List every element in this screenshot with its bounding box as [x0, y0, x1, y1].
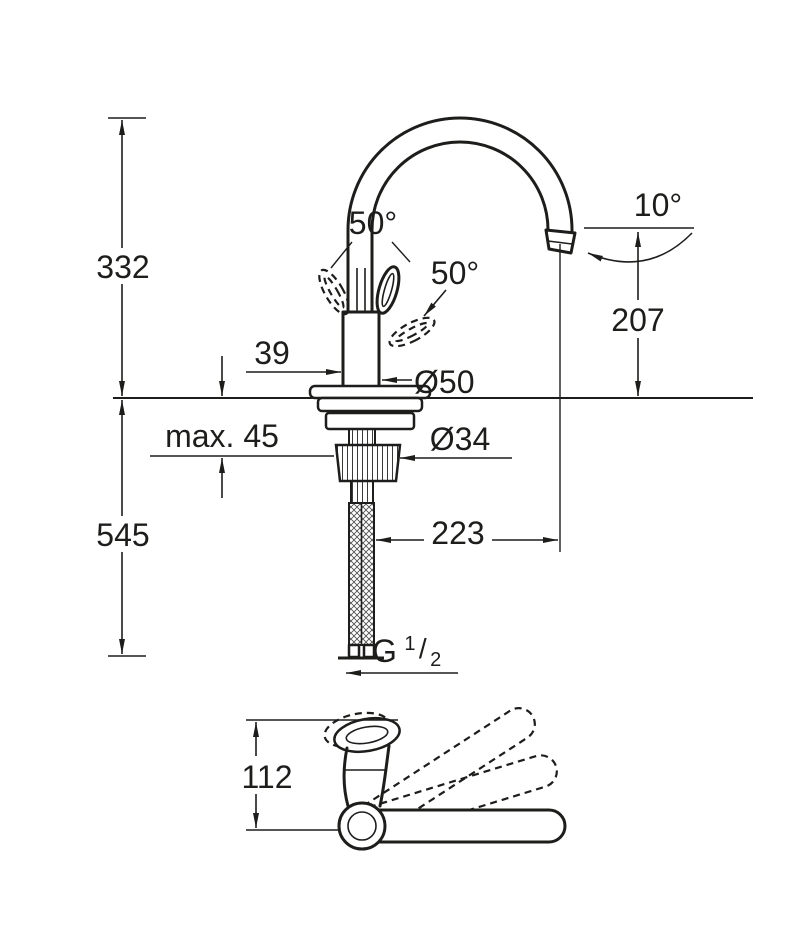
- lever-travel-view: [323, 707, 567, 851]
- label-bg-207: [606, 300, 670, 338]
- knob-top: [333, 716, 401, 754]
- lever-pivot-inner: [347, 811, 377, 841]
- dim-body-width-label: 39: [254, 335, 290, 371]
- dim-projection-label: 223: [431, 515, 484, 551]
- spout-tip: [544, 228, 577, 255]
- escutcheon-base: [308, 384, 432, 431]
- handle-column-left: [342, 746, 350, 808]
- hose-fitting-left: [347, 643, 361, 659]
- label-bg-112: [234, 756, 300, 794]
- handle-column-right: [378, 744, 391, 808]
- dim-lever-height-label: 112: [241, 759, 292, 795]
- spout-outer-curve: [346, 116, 574, 314]
- dim-hole-diameter-label: Ø34: [430, 421, 490, 457]
- faucet-body: [341, 310, 381, 398]
- label-bg-223: [424, 514, 492, 550]
- angle-swivel-right-label: 50°: [431, 255, 479, 291]
- lever-dashed-right: [388, 316, 436, 348]
- angle-arc-10: [587, 232, 693, 263]
- mounting-hardware: [334, 428, 402, 504]
- dimension-labels: 332 545 207 10° 50° 50° 39 Ø50 max. 45 Ø…: [94, 187, 682, 795]
- dimension-annotations: [108, 117, 694, 831]
- spout-inner-curve: [370, 140, 550, 314]
- thread-slash: /: [419, 633, 427, 664]
- thread-prefix: G: [372, 633, 397, 669]
- dim-max-thickness-label: max. 45: [165, 418, 279, 454]
- leader-50-right: [423, 289, 447, 317]
- faucet-side-view: [113, 116, 753, 660]
- lever-arm-solid: [372, 808, 567, 844]
- lever-arm-dashed-mid: [368, 754, 558, 839]
- threaded-shank-upper: [348, 428, 376, 446]
- dim-thread-size-label: G 1 / 2: [372, 633, 441, 671]
- leader-50-left-b: [391, 241, 411, 263]
- dim-hose-length-label: 545: [96, 517, 149, 553]
- threaded-shank-lower: [350, 480, 374, 504]
- dim-base-diameter-label: Ø50: [414, 364, 474, 400]
- lever-arm-dashed-high: [362, 707, 536, 834]
- label-bg-332: [94, 248, 152, 284]
- thread-numerator: 1: [404, 633, 415, 655]
- dim-spout-height-label: 207: [611, 302, 664, 338]
- knob-top-inner: [345, 725, 389, 745]
- lever-handle: [375, 265, 401, 315]
- leader-50-left-a: [330, 241, 353, 269]
- spout-tip-ring: [547, 240, 573, 245]
- lever-pivot-outer: [337, 801, 387, 851]
- lever-dashed-left: [318, 268, 350, 316]
- label-bg-545: [94, 516, 152, 552]
- mounting-nut: [334, 443, 402, 483]
- dim-overall-height-label: 332: [96, 249, 149, 285]
- supply-hoses: [338, 502, 384, 660]
- angle-tip-label: 10°: [634, 187, 682, 223]
- thread-denominator: 2: [430, 649, 441, 671]
- angle-swivel-left-label: 50°: [349, 205, 397, 241]
